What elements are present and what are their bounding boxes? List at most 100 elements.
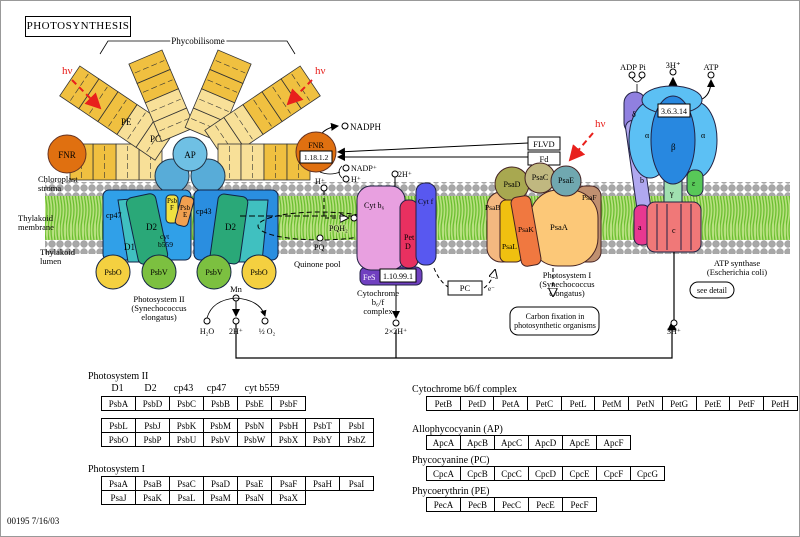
gene-cell[interactable]: PecA [426,497,461,512]
gene-cell[interactable]: CpcC [494,466,529,481]
gene-cell[interactable]: PsaI [339,476,374,491]
gene-cell[interactable]: PetC [527,396,562,411]
gene-cell[interactable]: CpcB [460,466,495,481]
gene-cell[interactable]: PsbV [203,432,238,447]
gene-cell[interactable]: PsaC [169,476,204,491]
gene-cell[interactable]: PsaE [237,476,272,491]
gene-cell[interactable]: PsbE [237,396,272,411]
fnr-left-label: FNR [58,150,76,160]
gene-cell[interactable]: PecE [528,497,563,512]
fnr-left-node[interactable] [47,134,87,174]
cytb6-label: Cyt b₆ [364,201,385,210]
epsilon-label: ε [692,179,696,188]
gene-cell[interactable]: PsbN [237,418,272,433]
photosystem-ii[interactable] [95,189,279,290]
d2-left-label: D2 [146,222,157,232]
gene-cell[interactable]: PsbX [271,432,306,447]
pc-box[interactable] [447,280,483,296]
flvd-label: FLVD [533,139,554,149]
fnr-ec-box[interactable] [299,150,333,164]
gene-cell[interactable]: PsbO [101,432,136,447]
gene-cell[interactable]: PsbI [339,418,374,433]
gene-cell[interactable]: PecF [562,497,597,512]
fd-label: Fd [540,154,550,164]
gene-cell[interactable]: PsbP [135,432,170,447]
gene-cell[interactable]: PsbD [135,396,170,411]
light-arrow-psi [568,132,594,162]
subunit-cyt-b559: cyt b559 [244,383,280,394]
fes-label: FeS [363,273,375,282]
gene-cell[interactable]: PsbY [305,432,340,447]
gene-cell[interactable]: PetB [426,396,461,411]
gene-cell[interactable]: PetG [661,396,697,411]
gene-cell[interactable]: PsbC [169,396,204,411]
phycobilisome-rod[interactable] [128,49,196,142]
delta-label: δ [632,110,636,119]
gene-cell[interactable]: PsbM [203,418,238,433]
psae-label: PsaE [558,176,574,185]
cytf-label: Cyt f [418,197,434,206]
gene-cell[interactable]: CpcA [426,466,461,481]
gene-cell[interactable]: PsbA [101,396,136,411]
gene-cell[interactable]: PetN [628,396,663,411]
gene-cell[interactable]: PetE [695,396,731,411]
gene-cell[interactable]: PsaN [237,490,272,505]
gene-cell[interactable]: PetD [459,396,495,411]
gene-cell[interactable]: PecB [460,497,495,512]
gene-cell[interactable]: PsaK [135,490,170,505]
gene-cell[interactable]: PetA [493,396,529,411]
see-detail-button[interactable] [689,281,735,299]
gene-cell[interactable]: PsbW [237,432,272,447]
cyt-ec-label: 1.10.99.1 [383,272,413,281]
gene-cell[interactable]: ApcD [528,435,563,450]
gene-cell[interactable]: PsbF [271,396,306,411]
gene-cell[interactable]: CpcD [528,466,563,481]
gene-cell[interactable]: PetM [594,396,630,411]
gene-cell[interactable]: PsaX [271,490,306,505]
gene-cell[interactable]: CpcF [596,466,631,481]
allophycocyanin-core[interactable] [154,136,226,194]
gene-cell[interactable]: PsbT [305,418,340,433]
page-title: PHOTOSYNTHESIS [25,16,131,37]
gene-cell[interactable]: PsbL [101,418,136,433]
gene-cell[interactable]: PsaA [101,476,136,491]
psii-table-title: Photosystem II [88,371,149,382]
gene-cell[interactable]: ApcA [426,435,461,450]
gene-cell[interactable]: CpcE [562,466,597,481]
gene-cell[interactable]: PsaD [203,476,238,491]
gene-cell[interactable]: PetF [729,396,764,411]
cyt-ec-box[interactable] [379,268,417,283]
gene-cell[interactable]: PsaH [305,476,340,491]
see-detail-label: see detail [697,286,728,295]
gene-cell[interactable]: PsbB [203,396,238,411]
gene-cell[interactable]: PetH [762,396,798,411]
gene-cell[interactable]: PsaJ [101,490,136,505]
gene-cell[interactable]: PsbU [169,432,204,447]
gene-cell[interactable]: PsaF [271,476,306,491]
gene-cell[interactable]: ApcC [494,435,529,450]
phycobilisome-bracket [99,40,296,55]
gene-cell[interactable]: CpcG [630,466,665,481]
phycobilisome-rods[interactable] [59,49,321,181]
gene-cell[interactable]: ApcB [460,435,495,450]
gene-cell[interactable]: PsbJ [135,418,170,433]
gene-cell[interactable]: ApcF [596,435,631,450]
gene-cell[interactable]: PetL [560,396,596,411]
gene-cell[interactable]: ApcE [562,435,597,450]
photosystem-i[interactable] [486,162,602,267]
gene-cell[interactable]: PsbZ [339,432,374,447]
psi-table-title: Photosystem I [88,464,145,475]
atp-ec-box[interactable] [657,103,691,118]
alpha-right-label: α [701,131,706,140]
gene-cell[interactable]: PsaB [135,476,170,491]
flvd-box[interactable] [527,136,561,151]
gene-cell[interactable]: PsbH [271,418,306,433]
gene-cell[interactable]: PsaM [203,490,238,505]
gene-cell[interactable]: PecC [494,497,529,512]
carbon-fixation-link[interactable] [509,306,600,336]
gene-cell[interactable]: PsbK [169,418,204,433]
gene-cell[interactable]: PsaL [169,490,204,505]
